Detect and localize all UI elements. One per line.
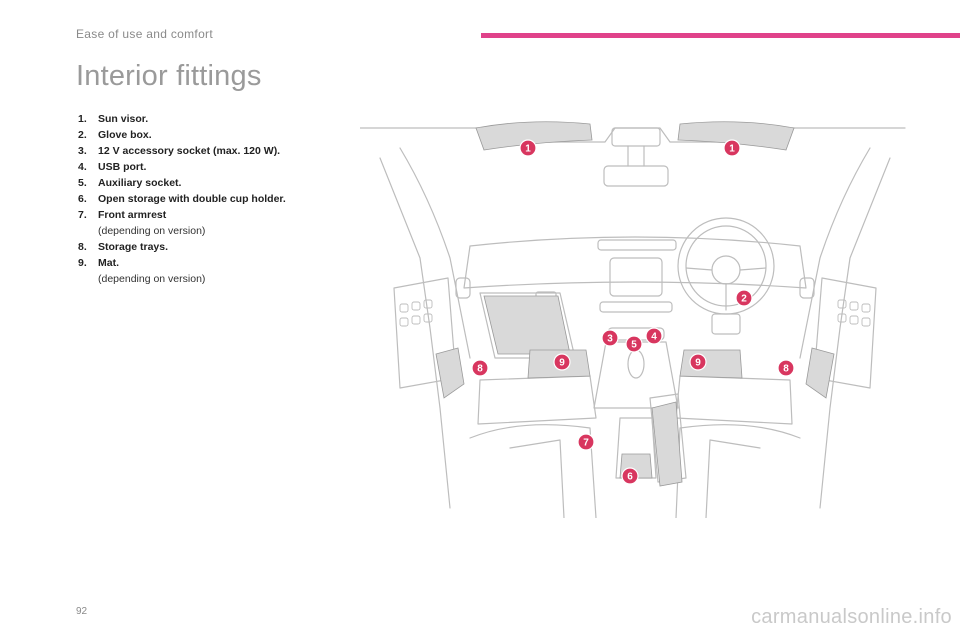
- legend-list: 1. Sun visor. 2. Glove box. 3. 12 V accesso…: [78, 111, 358, 287]
- page-number: 92: [76, 606, 88, 617]
- legend-label: Storage trays.: [98, 241, 169, 253]
- accent-bar: [481, 33, 960, 38]
- callout-badge-5: 5: [625, 335, 643, 353]
- legend-label: Front armrest: [98, 209, 167, 221]
- callout-badge-9: 9: [689, 353, 707, 371]
- callout-badge-1: 1: [723, 139, 741, 157]
- legend-label: 12 V accessory socket (max. 120 W).: [98, 145, 281, 157]
- callout-badge-4: 4: [645, 327, 663, 345]
- callout-badge-2: 2: [735, 289, 753, 307]
- callout-badge-8: 8: [777, 359, 795, 377]
- legend-item: 7. Front armrest (depending on version): [78, 207, 358, 239]
- legend-number: 2.: [78, 129, 87, 141]
- callout-badge-label: 5: [631, 340, 637, 351]
- callout-badge-9: 9: [553, 353, 571, 371]
- callout-badge-7: 7: [577, 433, 595, 451]
- legend-note: (depending on version): [98, 225, 206, 237]
- legend-label: Open storage with double cup holder.: [98, 193, 286, 205]
- legend-number: 1.: [78, 113, 87, 125]
- callout-badge-1: 1: [519, 139, 537, 157]
- legend-number: 8.: [78, 241, 87, 253]
- legend-number: 9.: [78, 257, 87, 269]
- legend-item: 2. Glove box.: [78, 127, 358, 143]
- callout-badge-8: 8: [471, 359, 489, 377]
- page-title: Interior fittings: [76, 60, 262, 92]
- legend-label: USB port.: [98, 161, 147, 173]
- legend-item: 9. Mat. (depending on version): [78, 255, 358, 287]
- legend-label: Sun visor.: [98, 113, 149, 125]
- callout-badge-label: 6: [627, 472, 633, 483]
- section-title: Ease of use and comfort: [76, 27, 213, 41]
- legend-note: (depending on version): [98, 273, 206, 285]
- legend-number: 6.: [78, 193, 87, 205]
- callout-badge-3: 3: [601, 329, 619, 347]
- legend-number: 7.: [78, 209, 87, 221]
- callout-badge-label: 9: [695, 358, 701, 369]
- callout-badge-label: 3: [607, 334, 613, 345]
- callout-badge-6: 6: [621, 467, 639, 485]
- legend-item: 8. Storage trays.: [78, 239, 358, 255]
- legend-label: Auxiliary socket.: [98, 177, 182, 189]
- watermark: carmanualsonline.info: [751, 606, 952, 628]
- callout-badge-label: 8: [477, 364, 483, 375]
- interior-illustration: 1 1 2 3 4 5 6 7 8 8 9 9: [360, 121, 906, 518]
- callout-badge-label: 9: [559, 358, 565, 369]
- legend-number: 3.: [78, 145, 87, 157]
- callout-badge-label: 8: [783, 364, 789, 375]
- legend-label: Glove box.: [98, 129, 152, 141]
- legend-item: 4. USB port.: [78, 159, 358, 175]
- callout-badge-label: 1: [729, 144, 735, 155]
- callout-badge-label: 7: [583, 438, 589, 449]
- legend-number: 5.: [78, 177, 87, 189]
- legend-label: Mat.: [98, 257, 119, 269]
- callout-badge-label: 1: [525, 144, 531, 155]
- callout-badge-label: 4: [651, 332, 657, 343]
- callout-badge-label: 2: [741, 294, 747, 305]
- legend-number: 4.: [78, 161, 87, 173]
- legend-item: 6. Open storage with double cup holder.: [78, 191, 358, 207]
- legend-item: 5. Auxiliary socket.: [78, 175, 358, 191]
- legend-item: 3. 12 V accessory socket (max. 120 W).: [78, 143, 358, 159]
- legend-item: 1. Sun visor.: [78, 111, 358, 127]
